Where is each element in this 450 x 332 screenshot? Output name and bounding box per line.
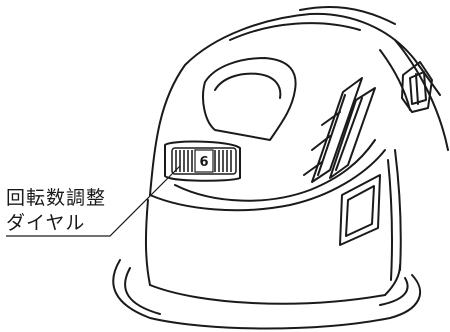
front-face-edge <box>149 149 386 212</box>
callout-leader-line <box>6 165 181 237</box>
callout-label-line2: ダイヤル <box>6 212 86 234</box>
tool-top-edge <box>299 6 396 25</box>
vent-slot-2 <box>329 87 376 179</box>
tool-top-inner <box>229 22 361 41</box>
dial-housing <box>164 140 241 182</box>
vent-slot-1 <box>311 77 363 183</box>
base-pad <box>112 259 422 330</box>
tool-body-outline <box>149 12 441 196</box>
speed-dial <box>171 147 237 175</box>
handle-right-edge <box>394 39 449 151</box>
skirt <box>144 199 151 286</box>
side-switch <box>401 61 433 113</box>
callout-label-line1: 回転数調整 <box>6 187 107 209</box>
lower-recess <box>339 174 381 246</box>
dial-digit: 6 <box>199 155 208 170</box>
top-panel <box>202 57 297 141</box>
